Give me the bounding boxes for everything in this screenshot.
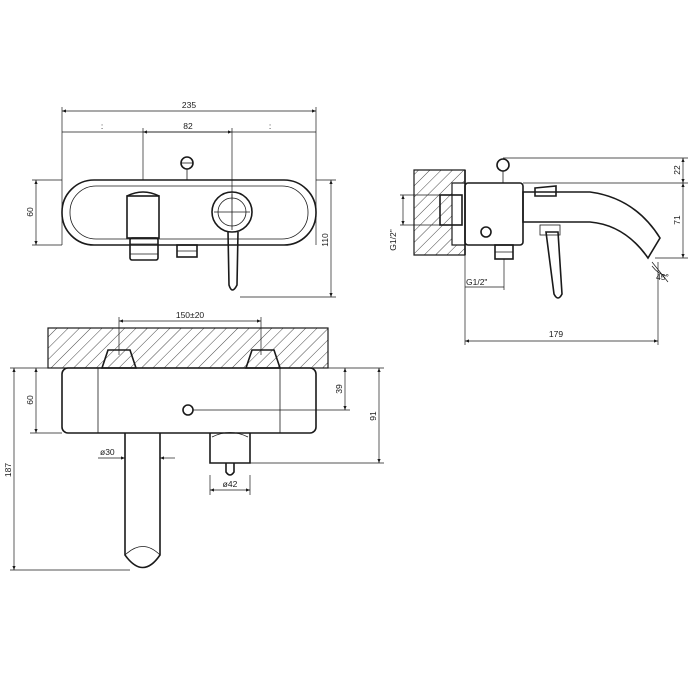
tick-left: : bbox=[101, 121, 103, 131]
front-spout bbox=[124, 433, 161, 569]
dim-label-thread-upper: G1/2" bbox=[388, 229, 398, 250]
dim-label-22: 22 bbox=[672, 165, 682, 175]
embedded-box bbox=[439, 194, 463, 226]
side-spout bbox=[522, 191, 661, 260]
side-screw bbox=[480, 226, 492, 238]
side-lever bbox=[545, 231, 563, 299]
dim-label-d42: ø42 bbox=[223, 479, 238, 489]
plate-inner bbox=[69, 185, 309, 240]
spout-body bbox=[126, 195, 160, 239]
dim-label-91: 91 bbox=[368, 411, 378, 421]
dim-label-centers: 150±20 bbox=[176, 310, 205, 320]
plate-outline bbox=[61, 179, 317, 246]
front-view: 150±20 60 187 39 91 ø30 ø42 bbox=[3, 310, 384, 571]
front-wall bbox=[47, 327, 329, 369]
dim-label-187: 187 bbox=[3, 463, 13, 477]
dim-label-235: 235 bbox=[182, 100, 196, 110]
dim-label-179: 179 bbox=[549, 329, 563, 339]
dim-label-60-top: 60 bbox=[25, 207, 35, 217]
dim-label-71: 71 bbox=[672, 215, 682, 225]
dim-label-60-front: 60 bbox=[25, 395, 35, 405]
dim-label-angle: 45° bbox=[656, 272, 669, 282]
mixer-body bbox=[211, 191, 253, 233]
dim-label-thread-lower: G1/2" bbox=[466, 277, 487, 287]
side-view: 22 71 G1/2" G1/2" 45° 179 bbox=[388, 157, 688, 345]
mixer-lever bbox=[227, 231, 239, 291]
dim-label-82: 82 bbox=[183, 121, 193, 131]
front-body bbox=[61, 367, 317, 434]
dim-label-39: 39 bbox=[334, 384, 344, 394]
front-screw bbox=[182, 404, 194, 416]
dim-label-d30: ø30 bbox=[100, 447, 115, 457]
side-body bbox=[464, 182, 524, 246]
dim-label-110: 110 bbox=[320, 233, 330, 247]
spout-outlet bbox=[129, 237, 159, 261]
front-diverter bbox=[209, 433, 251, 464]
top-view: 235 82 : : 60 bbox=[25, 100, 336, 298]
tick-right: : bbox=[269, 121, 271, 131]
